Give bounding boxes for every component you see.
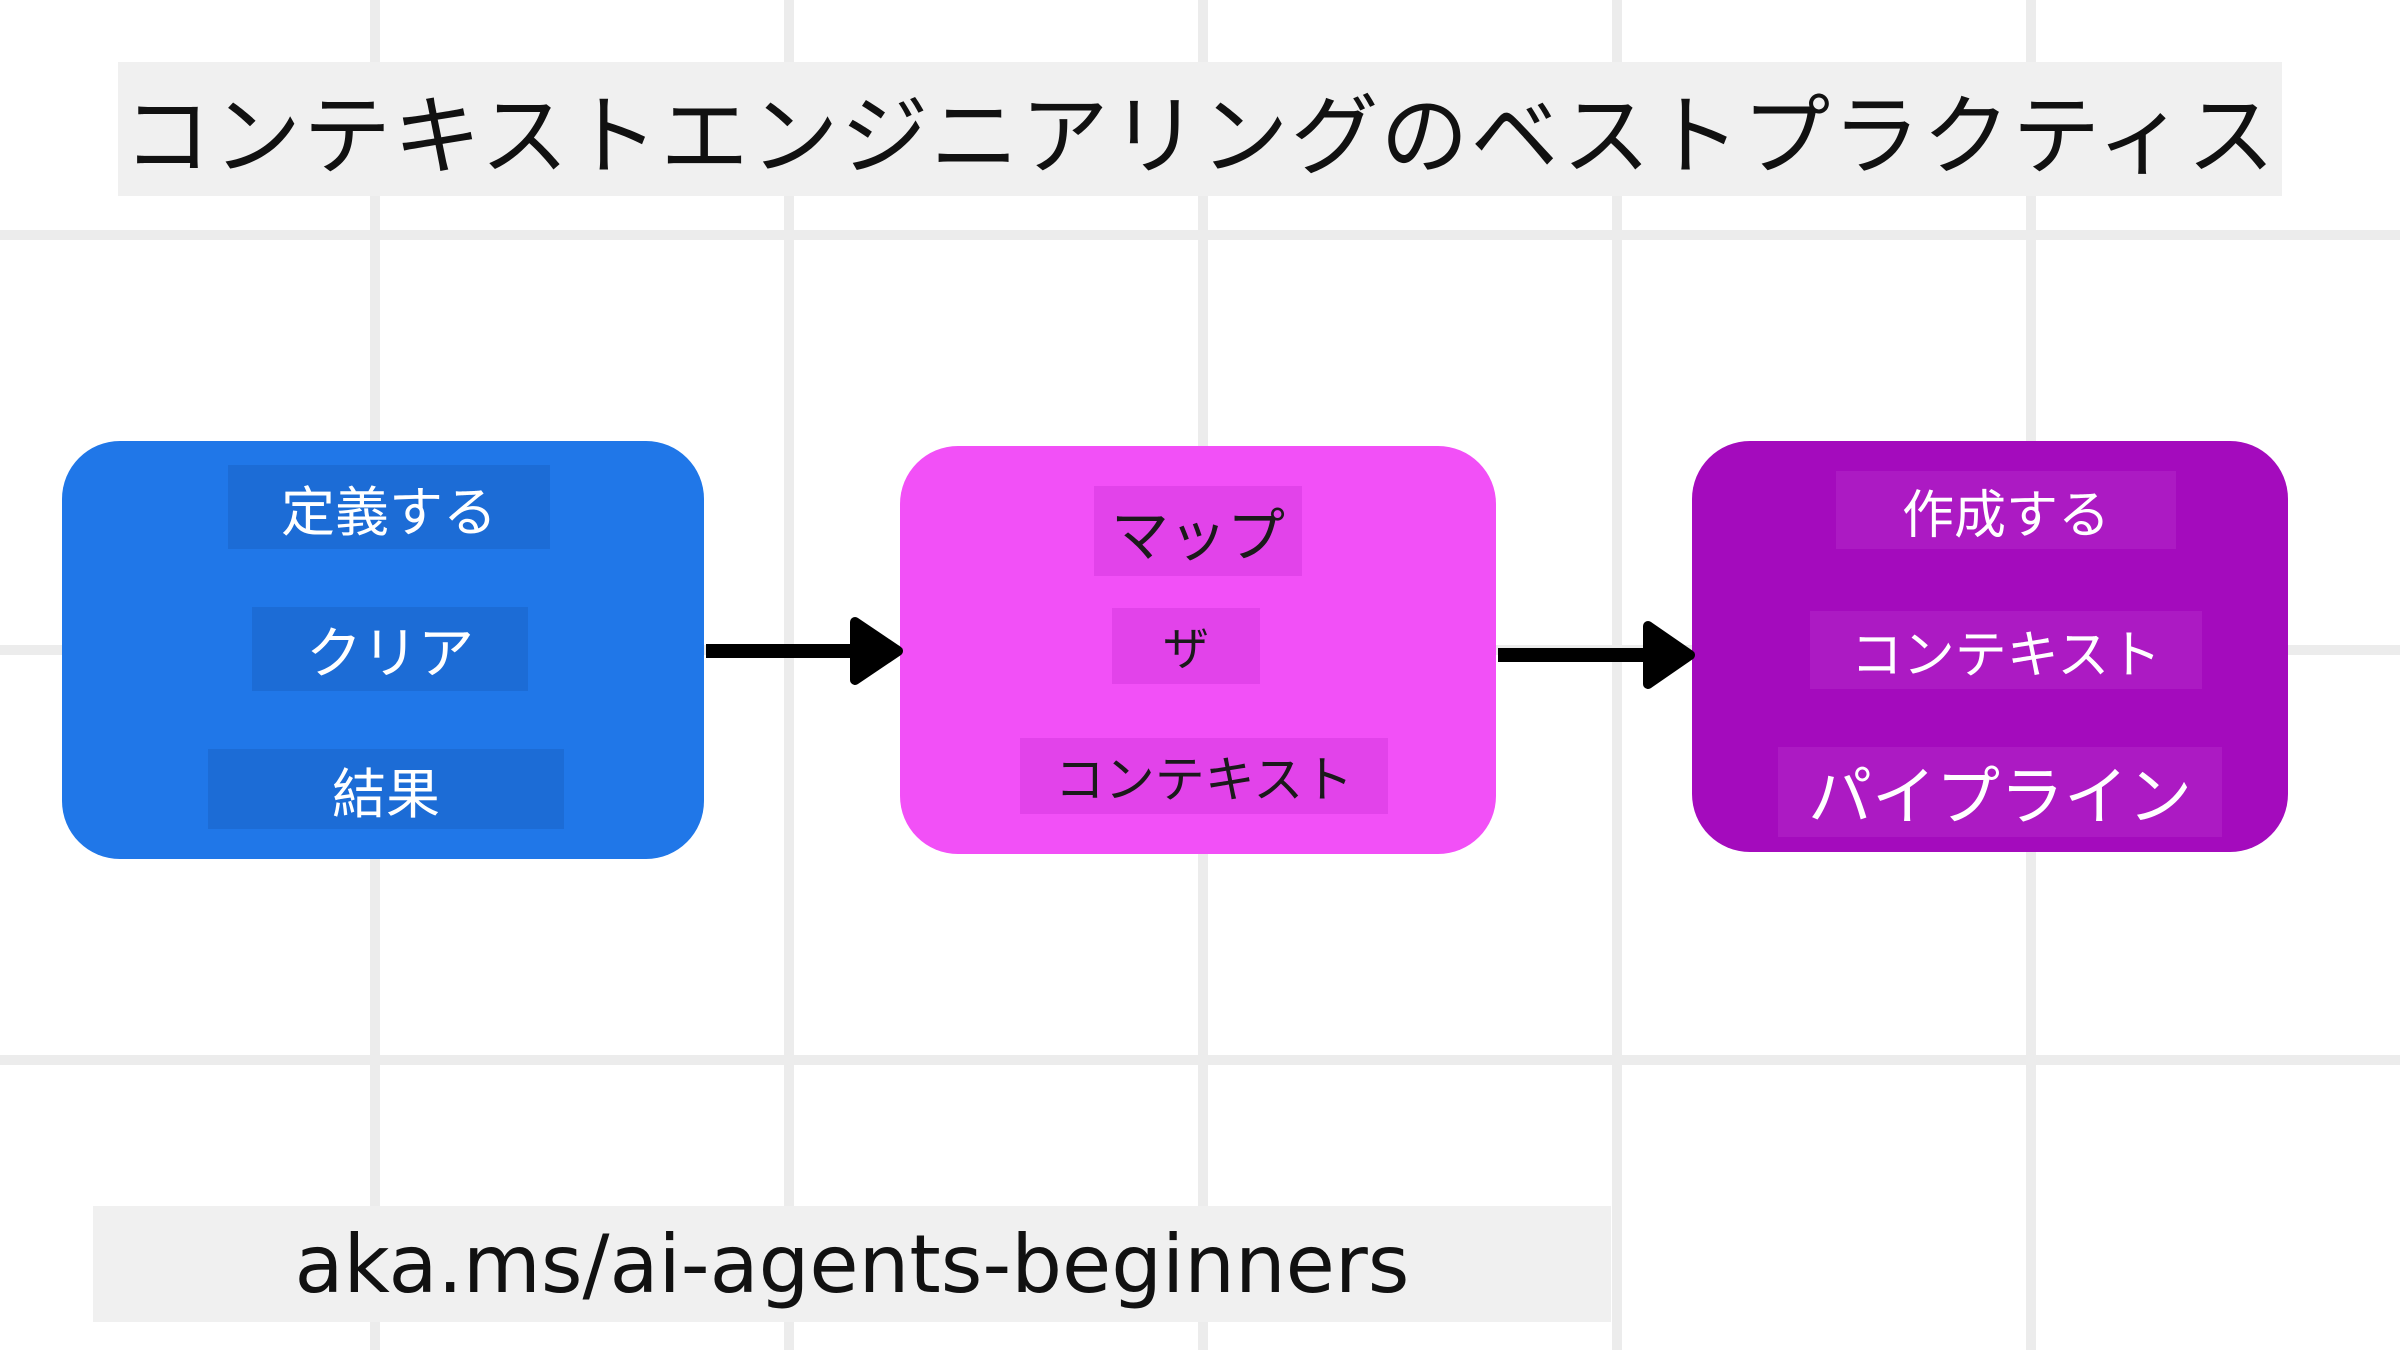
edge-map-to-create-arrowhead (1643, 621, 1695, 689)
node-define-line-3-text: 結果 (332, 762, 440, 826)
node-create-line-3: パイプライン (1778, 747, 2222, 837)
node-define: 定義する クリア 結果 (62, 441, 704, 859)
node-define-line-1: 定義する (228, 465, 550, 549)
title-banner: コンテキストエンジニアリングのベストプラクティス (118, 62, 2282, 196)
node-map-line-3-text: コンテキスト (1054, 751, 1354, 809)
node-create-line-2: コンテキスト (1810, 611, 2202, 689)
grid-line (0, 230, 2400, 240)
node-map-line-2: ザ (1112, 608, 1260, 684)
footer-banner: aka.ms/ai-agents-beginners (93, 1206, 1611, 1322)
grid-line (0, 1055, 2400, 1065)
node-create-line-2-text: コンテキスト (1850, 625, 2162, 686)
node-create-line-3-text: パイプライン (1808, 761, 2192, 835)
node-map-line-1-text: マップ (1110, 502, 1285, 570)
node-map-line-2-text: ザ (1163, 622, 1209, 676)
node-map: マップ ザ コンテキスト (900, 446, 1496, 854)
node-create-line-1: 作成する (1836, 471, 2176, 549)
node-map-line-3: コンテキスト (1020, 738, 1388, 814)
node-define-line-2-text: クリア (306, 621, 474, 687)
footer-link-text: aka.ms/ai-agents-beginners (294, 1217, 1410, 1311)
node-map-line-1: マップ (1094, 486, 1302, 576)
page-title: コンテキストエンジニアリングのベストプラクティス (123, 84, 2277, 188)
grid-line (1612, 0, 1622, 1350)
node-define-line-3: 結果 (208, 749, 564, 829)
node-define-line-1-text: 定義する (281, 480, 497, 544)
edge-map-to-create (1498, 621, 1695, 689)
node-create-line-1-text: 作成する (1901, 485, 2110, 546)
node-create: 作成する コンテキスト パイプライン (1692, 441, 2288, 852)
grid-line (784, 0, 794, 1350)
node-define-line-2: クリア (252, 607, 528, 691)
